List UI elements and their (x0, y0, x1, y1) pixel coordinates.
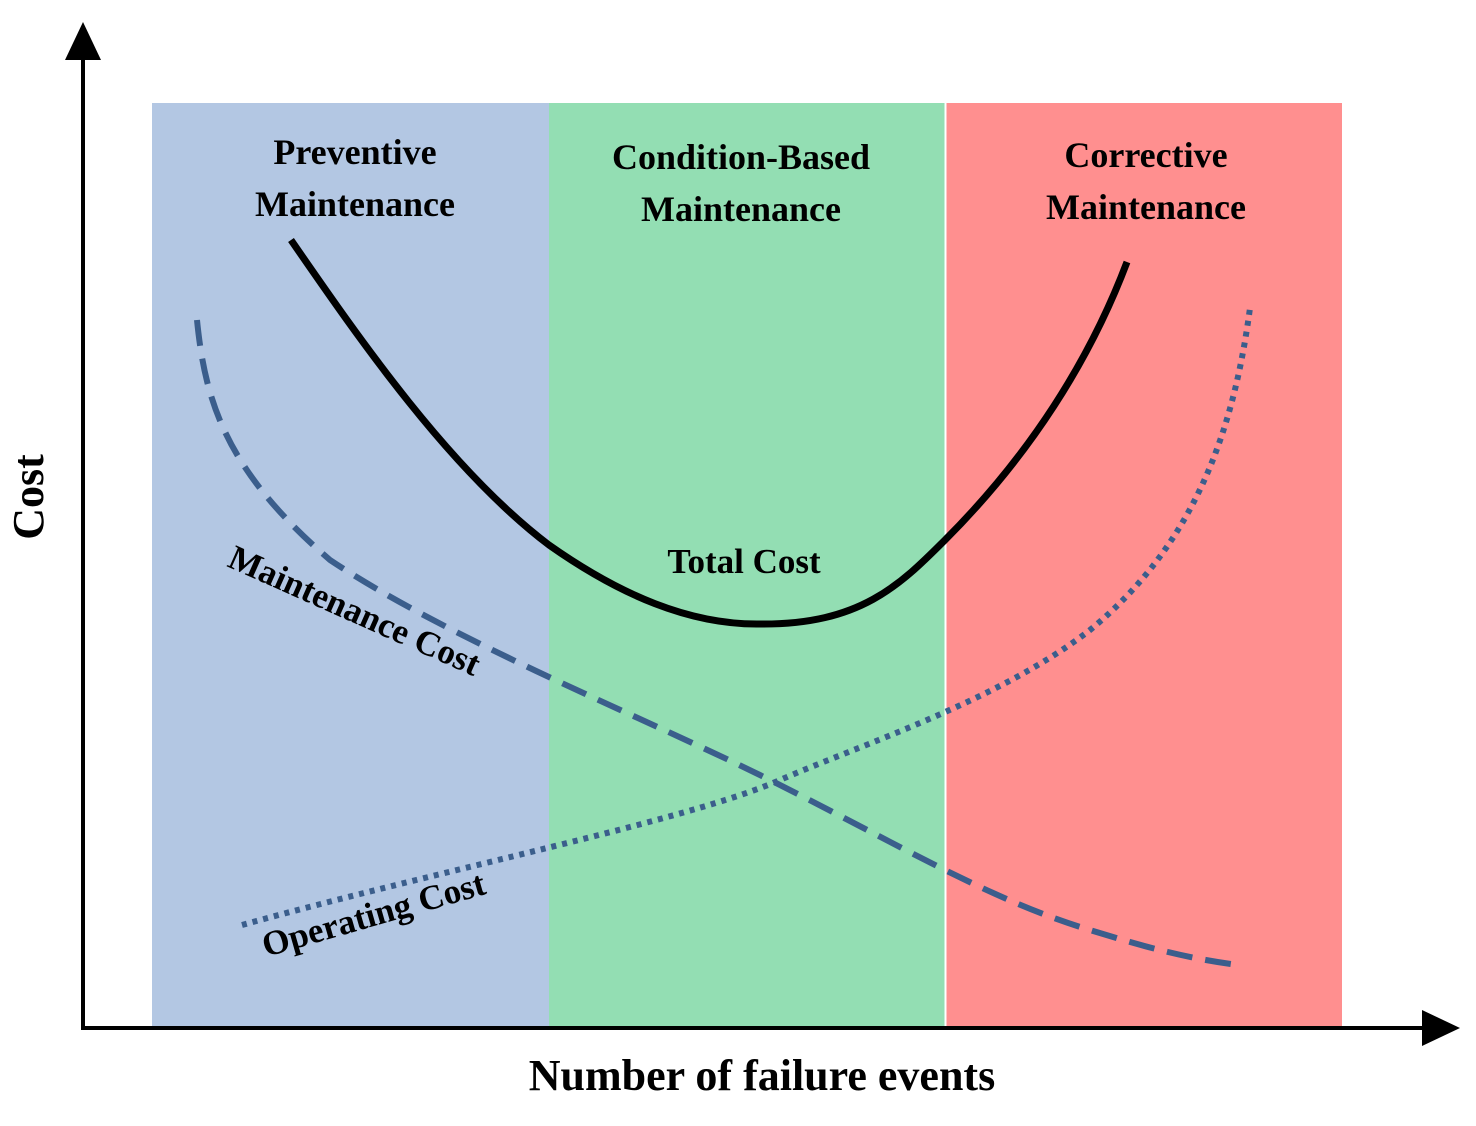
zone-title-preventive-line1: Preventive (273, 132, 436, 172)
maintenance-cost-curve (194, 319, 1239, 968)
total-cost-curve (288, 238, 1131, 628)
zone-title-corrective-line1: Corrective (1064, 135, 1227, 175)
zone-title-condition-line2: Maintenance (641, 189, 841, 229)
zone-title-corrective-line2: Maintenance (1046, 187, 1246, 227)
y-axis-arrowhead (65, 22, 101, 60)
zone-title-preventive-line2: Maintenance (255, 184, 455, 224)
x-axis-title: Number of failure events (529, 1051, 995, 1100)
x-axis-arrowhead (1422, 1010, 1460, 1046)
operating-cost-curve (241, 307, 1253, 928)
y-axis-title: Cost (4, 454, 53, 540)
zone-preventive (152, 103, 549, 1028)
zone-condition-based (549, 103, 945, 1028)
zone-title-condition-line1: Condition-Based (612, 137, 870, 177)
total-cost-label: Total Cost (667, 542, 821, 581)
zone-corrective (946, 103, 1342, 1028)
